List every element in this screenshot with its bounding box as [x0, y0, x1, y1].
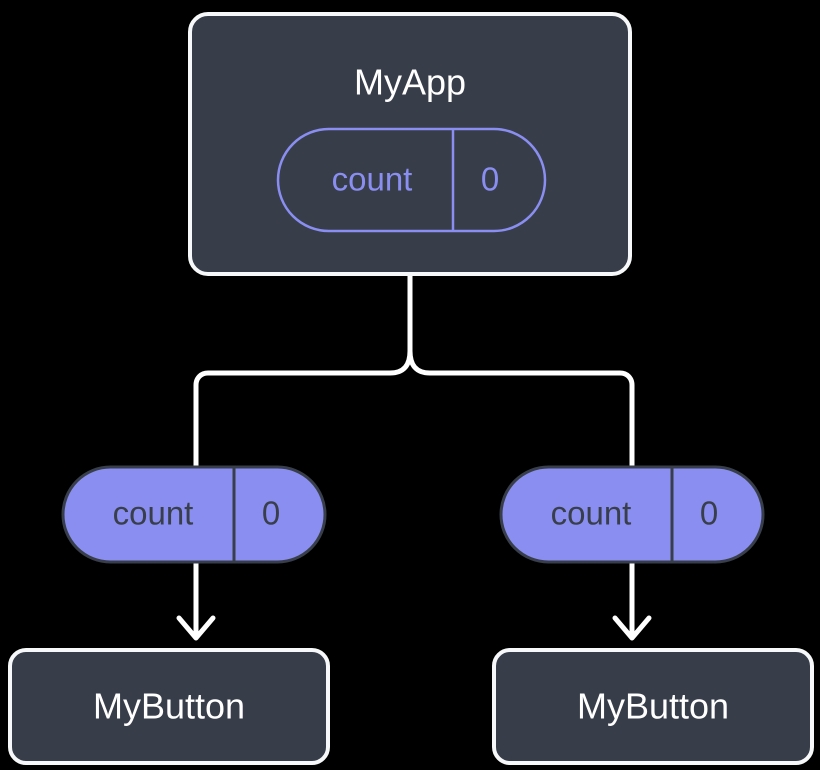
root-node-label: MyApp [354, 62, 466, 103]
root-state-value: 0 [481, 161, 499, 198]
child-node-right[interactable]: MyButton [492, 648, 814, 765]
child-prop-pill-left[interactable]: count 0 [61, 465, 327, 564]
child-node-left-label: MyButton [93, 686, 245, 727]
child-prop-left-key: count [113, 495, 194, 532]
root-node[interactable]: MyApp count 0 [188, 12, 632, 276]
child-node-right-label: MyButton [577, 686, 729, 727]
root-state-pill-shape [276, 127, 547, 233]
root-state-pill[interactable]: count 0 [276, 127, 547, 233]
child-prop-left-value: 0 [262, 495, 280, 532]
child-prop-right-key: count [551, 495, 632, 532]
child-node-right-box [492, 648, 814, 765]
connector-group [176, 271, 652, 641]
child-prop-pill-right[interactable]: count 0 [499, 465, 765, 564]
child-prop-right-value: 0 [700, 495, 718, 532]
arrow-head-left-icon [176, 615, 216, 641]
child-prop-pill-left-shape [61, 465, 327, 564]
root-node-box [188, 12, 632, 276]
arrow-head-right-icon [612, 615, 652, 641]
tree-branch-connector [193, 271, 413, 473]
child-prop-pill-right-shape [499, 465, 765, 564]
tree-branch-connector-right [407, 348, 635, 473]
child-node-left[interactable]: MyButton [8, 648, 330, 765]
root-state-key: count [332, 161, 413, 198]
child-node-left-box [8, 648, 330, 765]
